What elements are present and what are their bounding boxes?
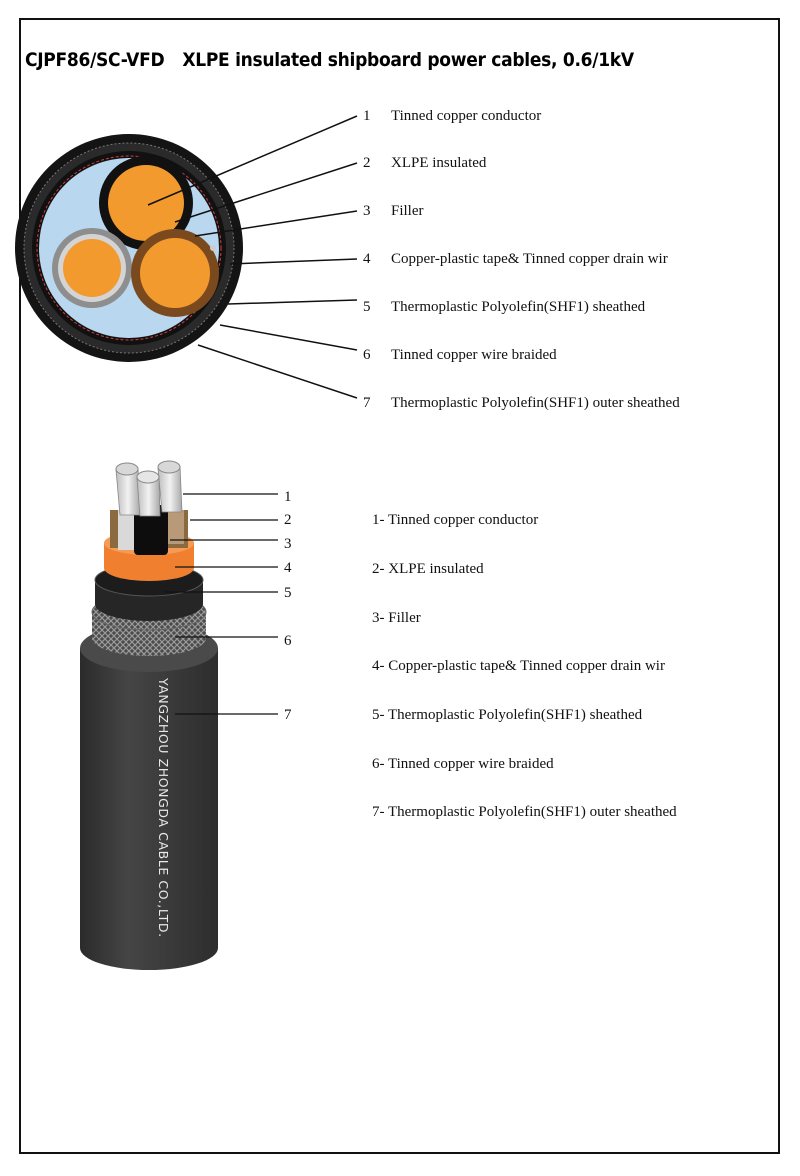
cs-num-1: 1 [363, 108, 371, 124]
cs-num-2: 2 [363, 155, 371, 171]
legend-item-7: 7- Thermoplastic Polyolefin(SHF1) outer … [372, 804, 677, 820]
cs-num-5: 5 [363, 299, 371, 315]
cs-label-3: Filler [391, 203, 424, 219]
core-conductor-right [140, 238, 210, 308]
page-title: CJPF86/SC-VFD XLPE insulated shipboard po… [25, 49, 634, 71]
cs-label-6: Tinned copper wire braided [391, 347, 557, 363]
cable-model: CJPF86/SC-VFD [25, 49, 165, 71]
leader-2 [174, 162, 358, 223]
side-view-leaders [165, 493, 278, 715]
legend-item-2: 2- XLPE insulated [372, 561, 484, 577]
cs-label-7: Thermoplastic Polyolefin(SHF1) outer she… [391, 395, 680, 411]
tape-ring [36, 155, 222, 341]
side-callout-5: 5 [284, 585, 292, 601]
drain-wire [210, 245, 216, 251]
core-black [134, 505, 168, 555]
legend-item-3: 3- Filler [372, 610, 421, 626]
legend-item-4: 4- Copper-plastic tape& Tinned copper dr… [372, 658, 665, 674]
cs-label-5: Thermoplastic Polyolefin(SHF1) sheathed [391, 299, 646, 315]
core-gray [118, 510, 136, 550]
legend-item-6: 6- Tinned copper wire braided [372, 756, 554, 772]
side-callout-6: 6 [284, 633, 292, 649]
side-callout-2: 2 [284, 512, 292, 528]
side-view-cable [80, 460, 218, 970]
cross-section-diagram [15, 134, 243, 362]
leader-3 [194, 210, 358, 237]
page-frame [19, 18, 780, 1154]
side-callout-3: 3 [284, 536, 292, 552]
core-conductor-left [63, 239, 121, 297]
leader-6 [219, 324, 358, 351]
leader-5 [227, 299, 358, 305]
cs-label-4: Copper-plastic tape& Tinned copper drain… [391, 251, 668, 267]
side-callout-4: 4 [284, 560, 292, 576]
cs-num-4: 4 [363, 251, 371, 267]
leader-7 [197, 344, 358, 399]
outer-jacket [80, 648, 218, 970]
cs-num-3: 3 [363, 203, 371, 219]
side-callout-7: 7 [284, 707, 292, 723]
jacket-print: YANGZHOU ZHONGDA CABLE CO.,LTD. [156, 678, 171, 938]
cross-section-leaders [147, 115, 358, 399]
core-brown [166, 510, 184, 544]
cable-description: XLPE insulated shipboard power cables, 0… [182, 49, 634, 71]
leader-4 [229, 258, 358, 265]
side-callout-1: 1 [284, 489, 292, 505]
cs-num-6: 6 [363, 347, 371, 363]
cs-label-1: Tinned copper conductor [391, 108, 542, 124]
legend-item-1: 1- Tinned copper conductor [372, 512, 539, 528]
leader-1 [147, 115, 358, 206]
core-conductor-top [108, 165, 184, 241]
conductor-strands [115, 460, 183, 517]
legend-item-5: 5- Thermoplastic Polyolefin(SHF1) sheath… [372, 707, 643, 723]
cs-num-7: 7 [363, 395, 371, 411]
cs-label-2: XLPE insulated [391, 155, 487, 171]
